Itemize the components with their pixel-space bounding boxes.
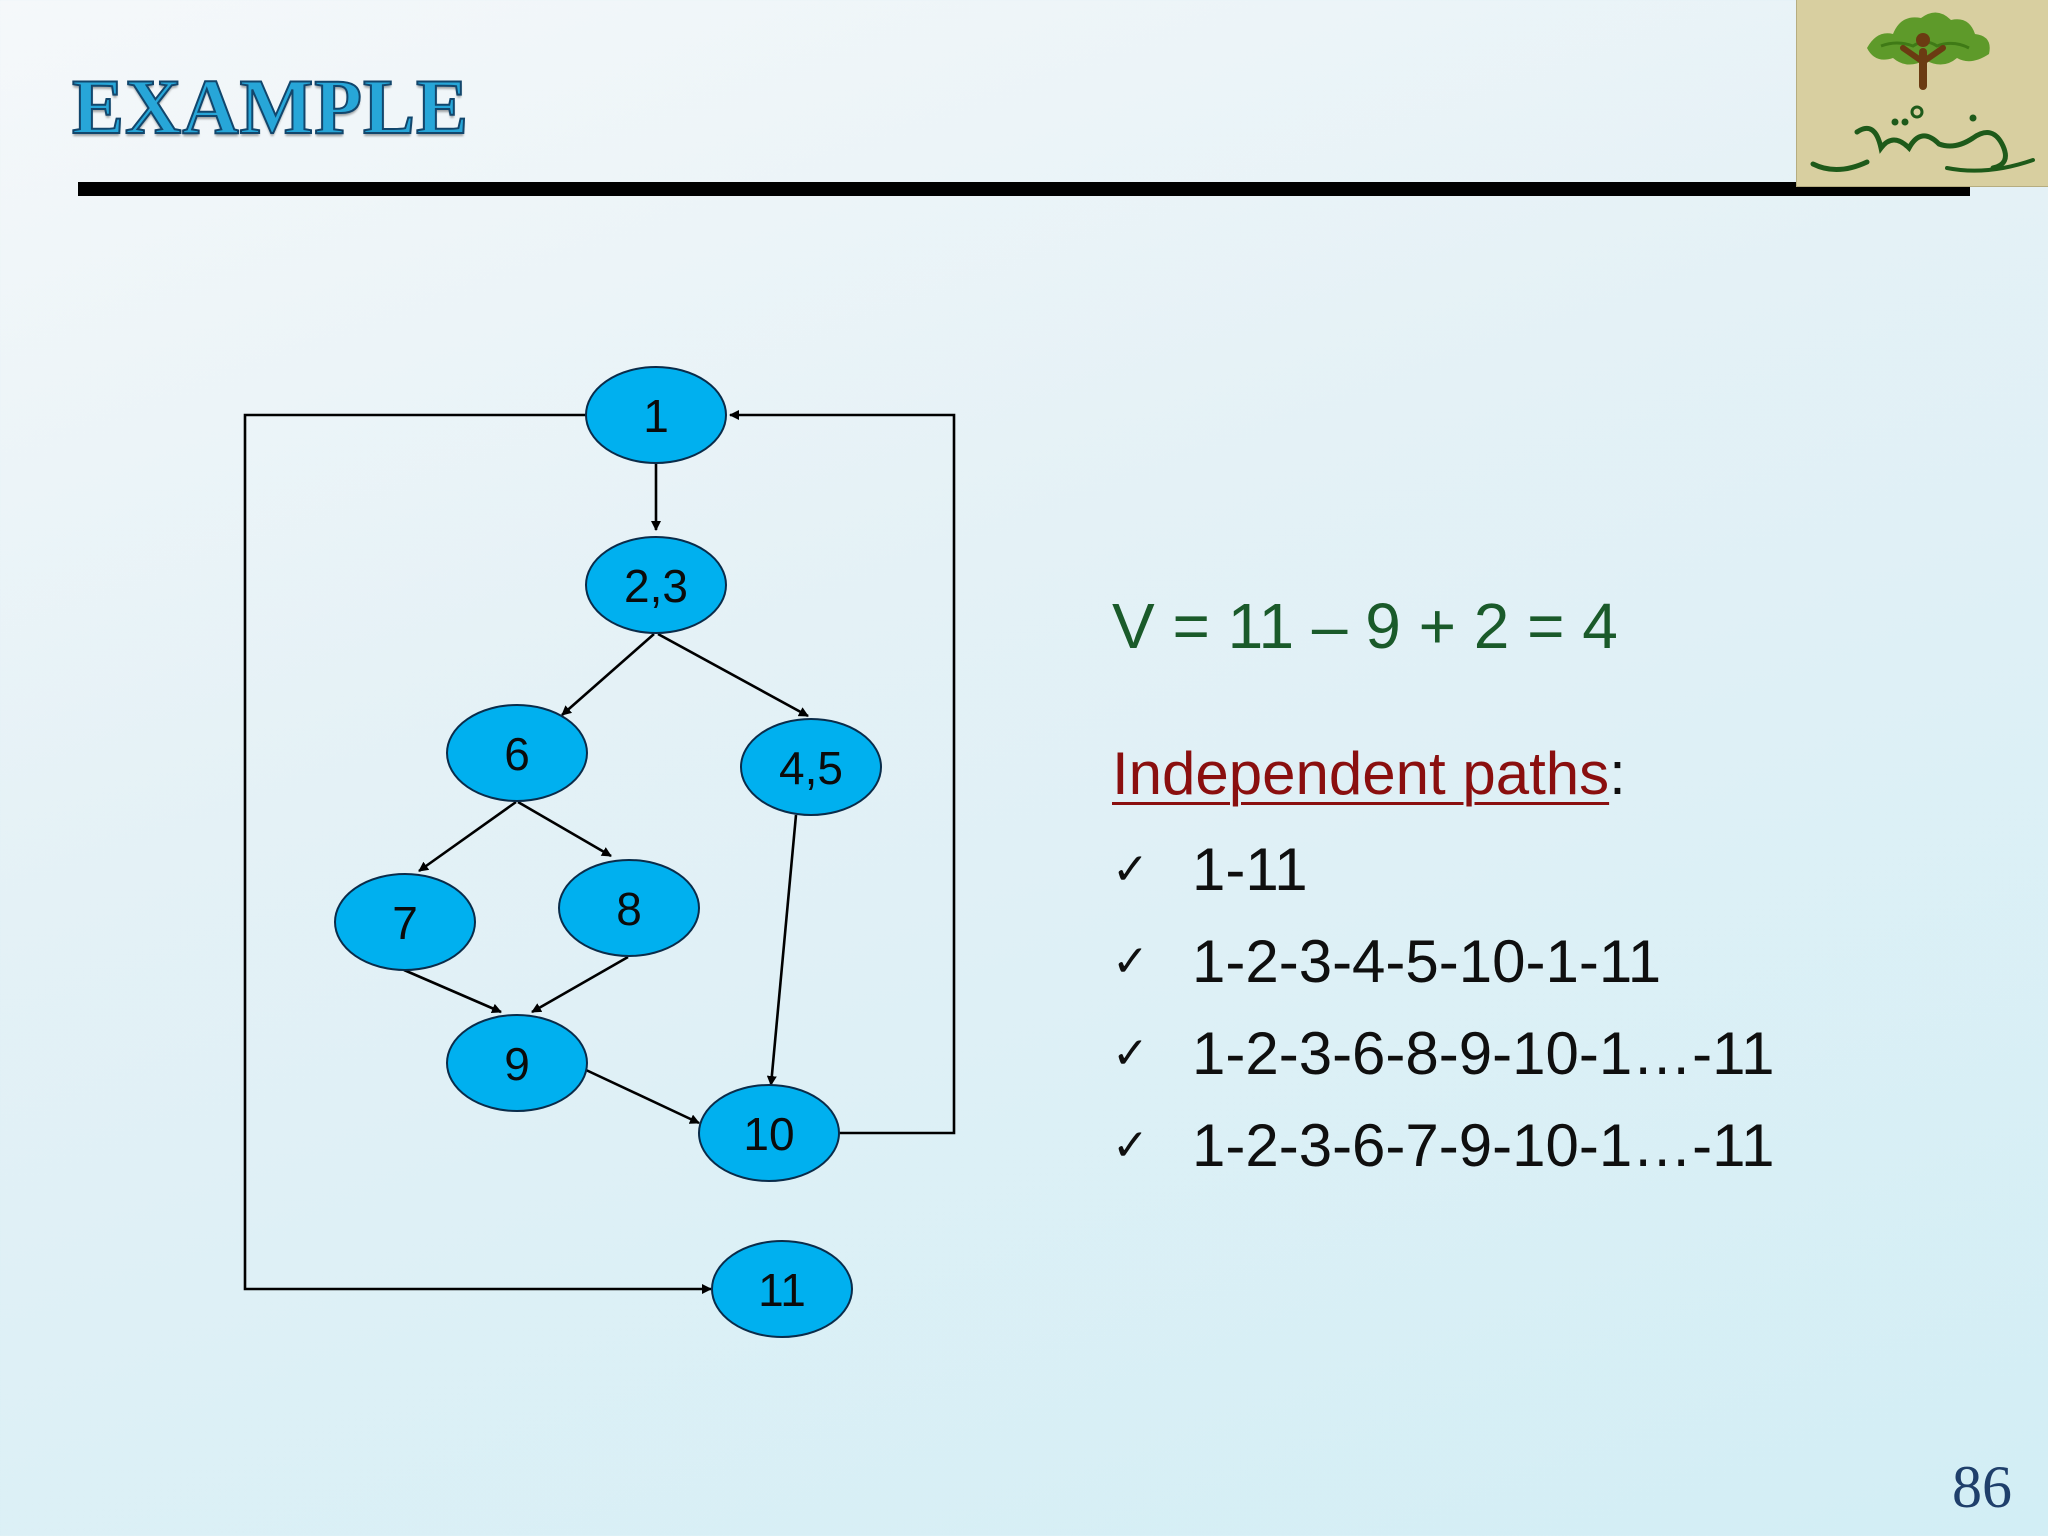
node-ellipse xyxy=(740,718,882,816)
node-label: 2,3 xyxy=(624,560,688,612)
node-ellipse xyxy=(585,366,727,464)
list-item: ✓ 1-2-3-6-8-9-10-1…-11 xyxy=(1112,1016,1774,1108)
logo xyxy=(1796,0,2048,187)
edge-6-to-8 xyxy=(517,800,612,858)
path-text: 1-2-3-4-5-10-1-11 xyxy=(1192,928,1662,995)
check-icon: ✓ xyxy=(1112,844,1149,895)
node-1: 1 xyxy=(585,366,727,464)
node-label: 10 xyxy=(743,1108,794,1160)
check-icon: ✓ xyxy=(1112,1028,1149,1079)
check-icon: ✓ xyxy=(1112,1120,1149,1171)
independent-paths-list: ✓ 1-11 ✓ 1-2-3-4-5-10-1-11 ✓ 1-2-3-6-8-9-10… xyxy=(1112,832,1774,1200)
node-11: 11 xyxy=(711,1240,853,1338)
edge-2-3-to-6 xyxy=(561,633,655,716)
node-ellipse xyxy=(698,1084,840,1182)
node-7: 7 xyxy=(334,873,476,971)
independent-paths-label: Independent paths xyxy=(1112,740,1610,807)
node-label: 9 xyxy=(504,1038,530,1090)
edge-2-3-to-4-5 xyxy=(657,632,809,718)
list-item: ✓ 1-2-3-4-5-10-1-11 xyxy=(1112,924,1774,1016)
list-item: ✓ 1-11 xyxy=(1112,832,1774,924)
edge-7-to-9 xyxy=(403,968,502,1014)
node-label: 1 xyxy=(643,390,669,442)
title-divider xyxy=(78,182,1970,196)
node-ellipse xyxy=(334,873,476,971)
node-ellipse xyxy=(558,859,700,957)
edge-6-to-7 xyxy=(418,800,517,873)
node-ellipse xyxy=(585,536,727,634)
edge-9-to-10 xyxy=(585,1068,700,1125)
tree-logo-icon xyxy=(1810,12,2035,173)
node-ellipse xyxy=(711,1240,853,1338)
node-2-3: 2,3 xyxy=(585,536,727,634)
independent-paths-heading: Independent paths: xyxy=(1112,738,1626,810)
path-text: 1-2-3-6-8-9-10-1…-11 xyxy=(1192,1020,1775,1087)
slide-title: EXAMPLE xyxy=(71,62,469,151)
node-label: 7 xyxy=(392,897,418,949)
path-text: 1-11 xyxy=(1192,836,1308,903)
node-label: 8 xyxy=(616,883,642,935)
node-label: 11 xyxy=(758,1264,806,1316)
node-ellipse xyxy=(446,1014,588,1112)
cyclomatic-complexity-formula: V = 11 – 9 + 2 = 4 xyxy=(1112,590,1618,662)
node-label: 4,5 xyxy=(779,742,843,794)
edge-1-to-11 xyxy=(243,413,712,1294)
node-4-5: 4,5 xyxy=(740,718,882,816)
edge-4-5-to-10 xyxy=(766,814,798,1086)
page-number: 86 xyxy=(1952,1454,2012,1520)
node-9: 9 xyxy=(446,1014,588,1112)
check-icon: ✓ xyxy=(1112,936,1149,987)
node-ellipse xyxy=(446,704,588,802)
node-8: 8 xyxy=(558,859,700,957)
node-10: 10 xyxy=(698,1084,840,1182)
list-item: ✓ 1-2-3-6-7-9-10-1…-11 xyxy=(1112,1108,1774,1200)
heading-colon: : xyxy=(1609,740,1626,807)
path-text: 1-2-3-6-7-9-10-1…-11 xyxy=(1192,1112,1775,1179)
edge-8-to-9 xyxy=(531,955,629,1014)
node-6: 6 xyxy=(446,704,588,802)
edge-10-to-1 xyxy=(729,410,956,1135)
node-label: 6 xyxy=(504,728,530,780)
